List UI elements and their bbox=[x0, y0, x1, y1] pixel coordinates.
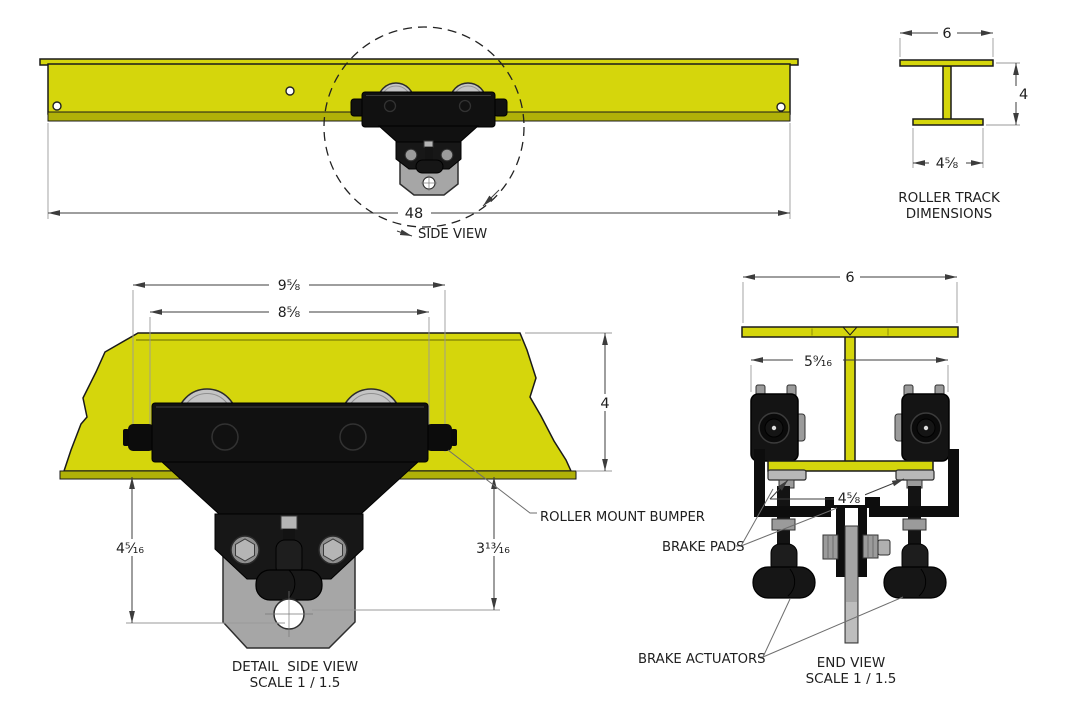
callout-arrow-right bbox=[482, 189, 500, 207]
detail-side-view: 9⅝ 8⅝ 4 4⁵⁄₁₆ 3¹³⁄₁₆ ROLLER MOUNT BUM bbox=[59, 277, 705, 691]
brake-pads-leader-2 bbox=[740, 507, 838, 547]
brake-pad-left bbox=[767, 469, 807, 481]
pivot-nut-left bbox=[822, 534, 839, 560]
roller-track-section: 6 4 4⅝ ROLLER TRACK DIMENSIONS bbox=[898, 25, 1028, 222]
dim-roller-span: 5⁹⁄₁₆ bbox=[750, 352, 949, 392]
dim-9-5-8-text: 9⅝ bbox=[278, 278, 301, 294]
bumper-leader-line bbox=[447, 449, 537, 514]
rail-hole-mid bbox=[285, 86, 295, 96]
clevis-bar-left bbox=[836, 506, 845, 577]
side-view: 48 SIDE VIEW bbox=[39, 26, 799, 242]
roller-mount-bumper-label: ROLLER MOUNT BUMPER bbox=[540, 510, 705, 525]
bumper-pin-right bbox=[493, 98, 508, 117]
actuator-cap-right bbox=[883, 566, 947, 599]
actuator-blob bbox=[415, 159, 444, 174]
rail-bottom-flange-end bbox=[767, 460, 934, 472]
brake-actuators-leader-1 bbox=[762, 598, 791, 658]
brake-actuators-leader-2 bbox=[762, 596, 904, 658]
end-view-label-line1: END VIEW bbox=[817, 655, 885, 671]
dim-4-detail-text: 4 bbox=[600, 396, 609, 412]
hex-bolt-left bbox=[404, 148, 418, 162]
dim-pad-span: 4⅝ bbox=[769, 478, 905, 507]
trolley-side-small bbox=[350, 82, 508, 196]
callout-arrow-left bbox=[396, 229, 413, 237]
pivot-bolt bbox=[822, 534, 891, 560]
dim-track-flange: 4⅝ bbox=[912, 128, 984, 172]
roller-housings bbox=[750, 384, 950, 462]
brake-actuators-label: BRAKE ACTUATORS bbox=[638, 652, 766, 667]
track-label-line2: DIMENSIONS bbox=[906, 206, 993, 222]
track-label-line1: ROLLER TRACK bbox=[898, 190, 1001, 206]
dim-8-5-8-text: 8⅝ bbox=[278, 305, 301, 321]
dim-6-text: 6 bbox=[942, 26, 951, 42]
detail-callout-circle bbox=[323, 26, 525, 228]
dim-overall-9-5-8: 9⅝ bbox=[133, 277, 445, 294]
ibeam-top-flange bbox=[899, 59, 994, 67]
rail-hole-right bbox=[776, 102, 786, 112]
trolley-body-detail bbox=[151, 402, 429, 463]
ibeam-web bbox=[942, 65, 952, 121]
rail-top-flange-end bbox=[741, 326, 959, 338]
dim-48: 48 bbox=[47, 123, 791, 222]
brake-pad-right bbox=[895, 469, 935, 481]
brake-actuators bbox=[752, 543, 947, 599]
pivot-nut-right bbox=[862, 534, 879, 559]
dim-4-text: 4 bbox=[1019, 87, 1028, 103]
dim-5-9-16-text: 5⁹⁄₁₆ bbox=[804, 354, 832, 370]
dim-6-end-text: 6 bbox=[845, 270, 854, 286]
dim-drop-left: 4⁵⁄₁₆ bbox=[105, 477, 285, 624]
bumper-pin-left-detail bbox=[128, 424, 154, 451]
dim-end-width-6: 6 bbox=[742, 269, 958, 323]
dim-drop-right: 3¹³⁄₁₆ bbox=[312, 477, 522, 611]
brake-pads-leader-1 bbox=[740, 488, 774, 547]
rod-nut-left bbox=[771, 518, 796, 531]
hex-bolt-right bbox=[440, 148, 454, 162]
rod-nut-right bbox=[902, 518, 927, 531]
trolley-neck-detail bbox=[160, 461, 420, 515]
dim-track-height: 4 bbox=[986, 62, 1028, 126]
detail-view-label-line1: DETAIL SIDE VIEW bbox=[232, 659, 358, 675]
flange-web-notch bbox=[842, 326, 858, 336]
top-pin bbox=[423, 140, 434, 148]
actuator-cap-left bbox=[752, 566, 816, 599]
rail-web-end bbox=[844, 335, 856, 467]
dim-48-text: 48 bbox=[405, 206, 423, 222]
end-view: 6 5⁹⁄₁₆ bbox=[638, 269, 959, 687]
trolley-neck bbox=[377, 125, 480, 144]
actuator-stem bbox=[425, 147, 433, 161]
load-plate-highlight bbox=[846, 602, 857, 642]
dim-4-5-8-end-text: 4⅝ bbox=[838, 491, 861, 507]
dim-4-5-16-text: 4⁵⁄₁₆ bbox=[116, 541, 144, 557]
trolley-body bbox=[361, 91, 496, 128]
dim-4-5-8-text: 4⅝ bbox=[936, 156, 959, 172]
ibeam-bottom-flange bbox=[912, 118, 984, 126]
detail-view-label-line2: SCALE 1 / 1.5 bbox=[250, 675, 341, 691]
trolley-detail bbox=[123, 388, 457, 649]
bumper-pin-right-detail bbox=[426, 424, 452, 451]
brake-pads-label: BRAKE PADS bbox=[662, 540, 745, 555]
dim-rail-height-4: 4 bbox=[525, 332, 614, 472]
bolt-tip bbox=[877, 539, 891, 556]
bumper-tip-left bbox=[123, 429, 129, 446]
dim-track-width: 6 bbox=[899, 25, 994, 57]
top-pin-detail bbox=[280, 515, 298, 530]
side-view-label: SIDE VIEW bbox=[418, 227, 487, 242]
dim-3-13-16-text: 3¹³⁄₁₆ bbox=[476, 541, 510, 557]
bumper-tip-right bbox=[451, 429, 457, 446]
rail-hole-left bbox=[52, 101, 62, 111]
end-view-label-line2: SCALE 1 / 1.5 bbox=[806, 671, 897, 687]
dim-body-8-5-8: 8⅝ bbox=[150, 304, 429, 321]
